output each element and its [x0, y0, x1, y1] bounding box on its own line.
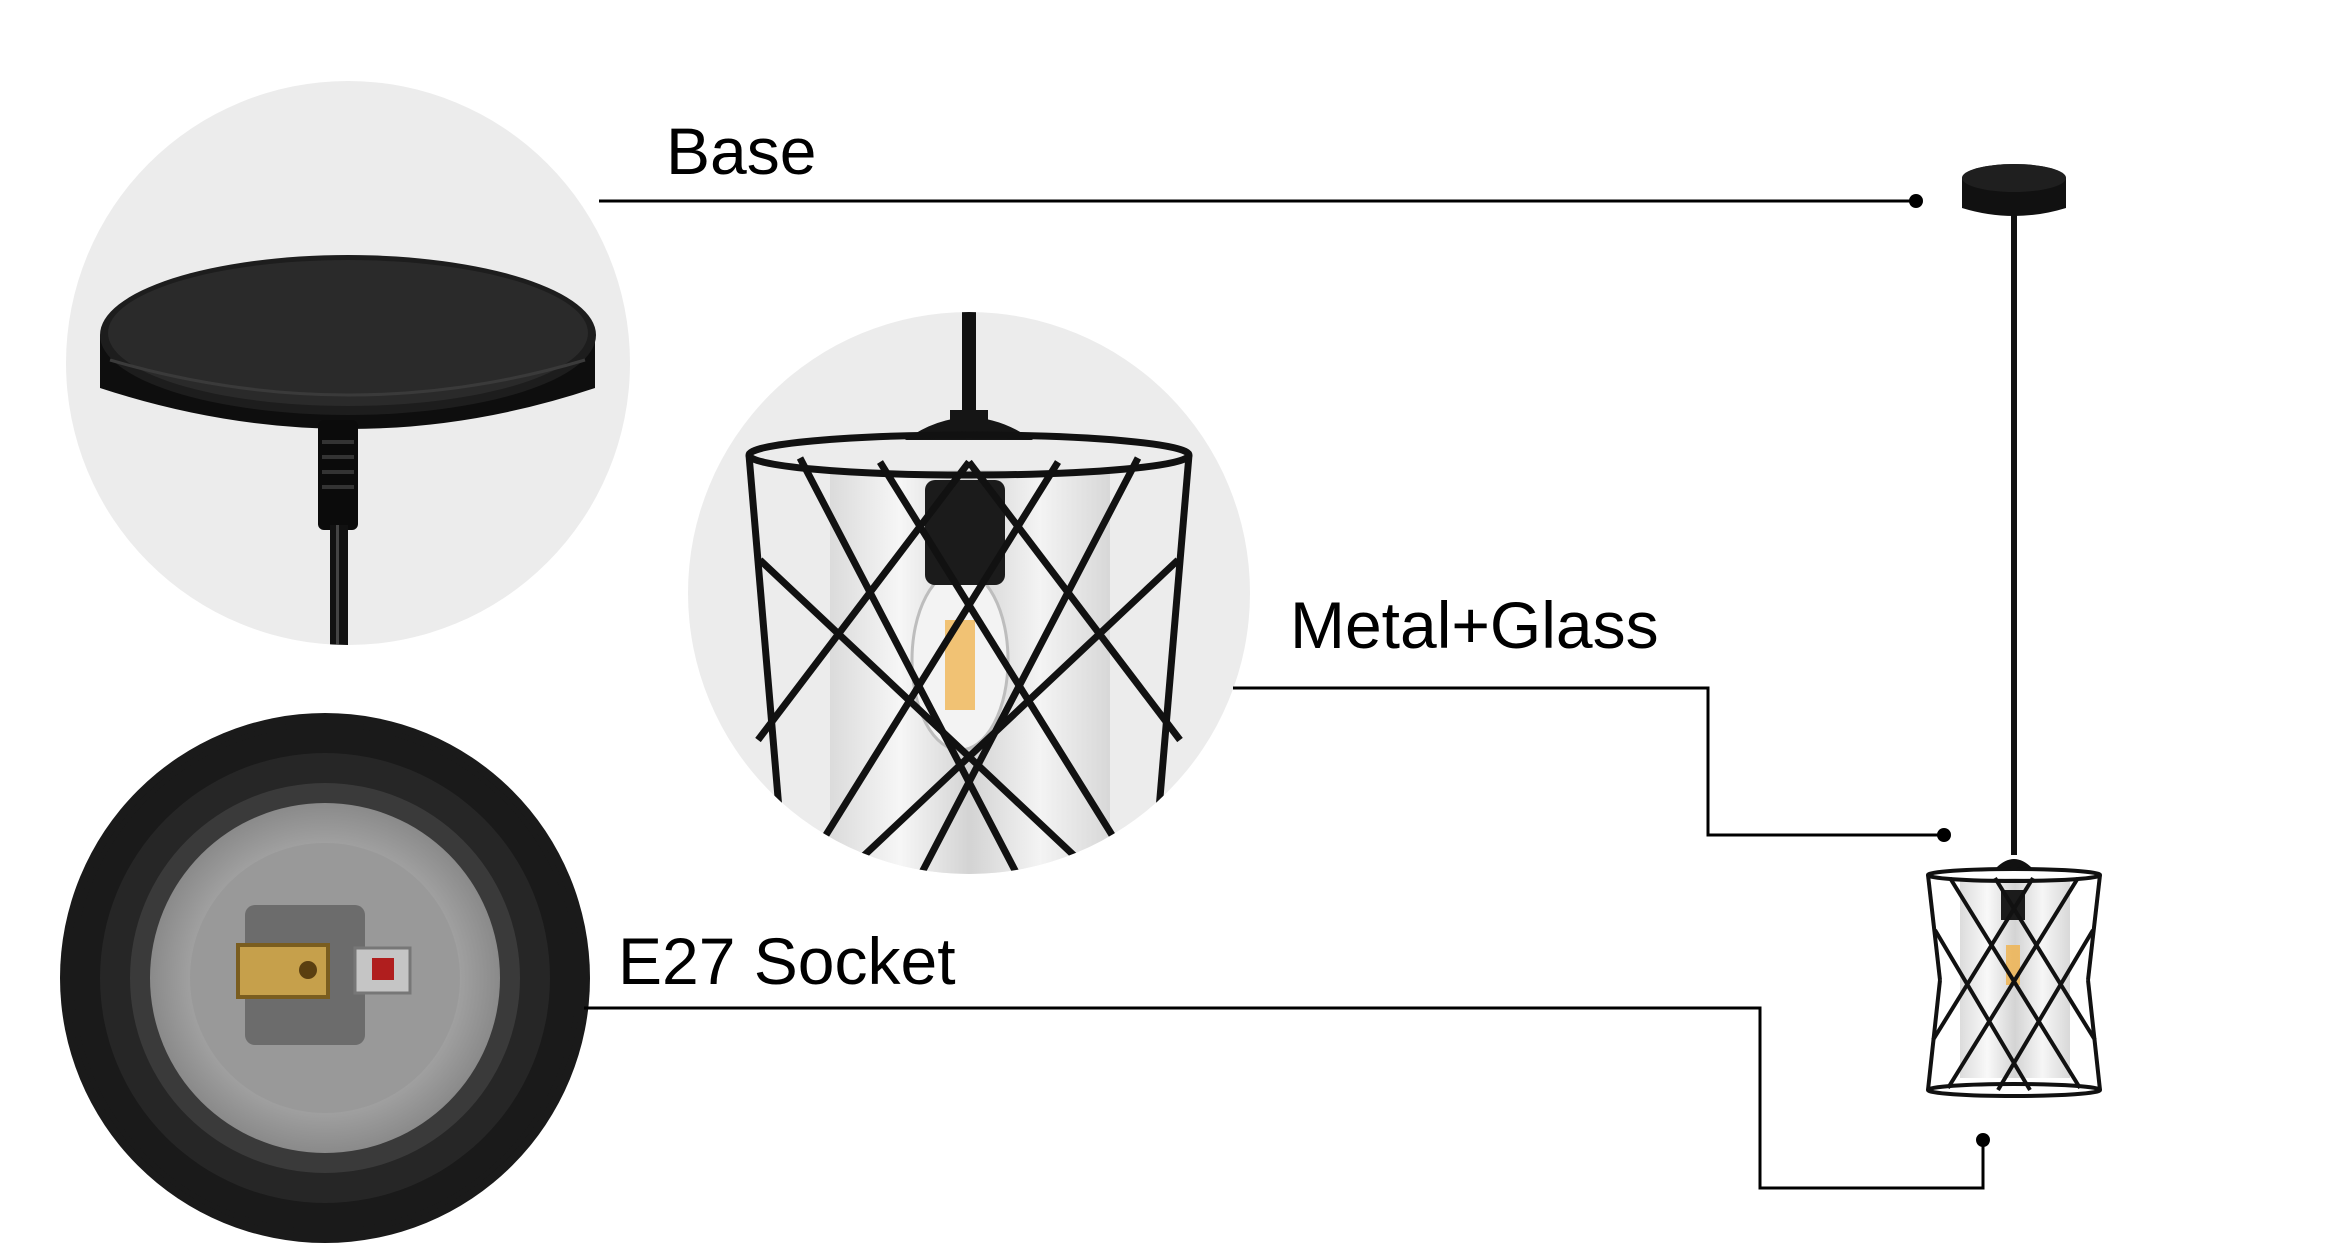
metal-glass-label: Metal+Glass — [1290, 588, 1659, 662]
leader-lines — [584, 199, 1985, 1190]
base-leader-dot — [1909, 194, 1923, 208]
shade-detail — [688, 312, 1250, 874]
socket-detail — [60, 713, 590, 1243]
socket-leader-dot — [1976, 1133, 1990, 1147]
ceiling-base-detail — [66, 81, 630, 645]
metal-glass-leader-dot — [1937, 828, 1951, 842]
metal-glass-leader-line — [1233, 686, 1944, 837]
base-label: Base — [666, 114, 817, 188]
pendant-lamp — [1926, 164, 2102, 1098]
socket-leader-line — [584, 1006, 1985, 1190]
socket-label: E27 Socket — [618, 924, 956, 998]
